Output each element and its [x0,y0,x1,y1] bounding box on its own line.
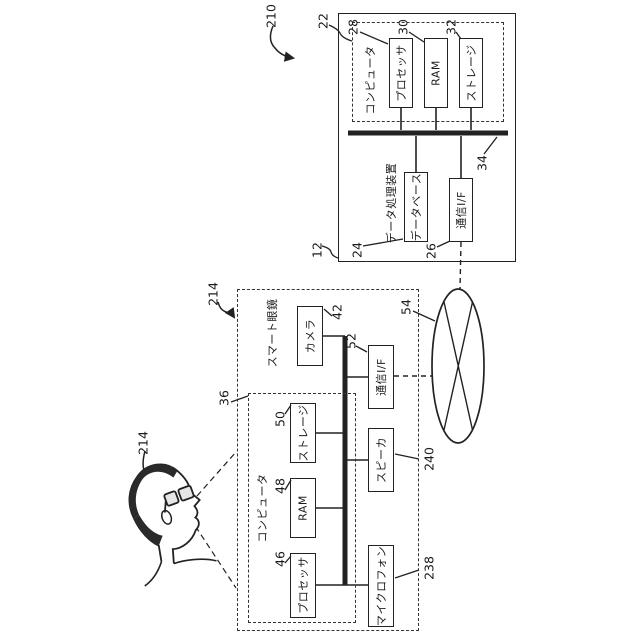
speaker-label: スピーカ [375,437,388,483]
worn-smart-glasses [163,485,195,513]
device-comm-if-box [449,178,473,242]
ref-28: 28 [345,19,361,35]
smart-glasses-label: スマート眼鏡 [266,298,279,368]
ref-48: 48 [272,478,288,494]
hair [129,464,178,519]
network-leader [412,310,436,322]
camera-box [297,306,323,366]
hair-back [134,514,163,546]
glasses-comm-if-box [368,345,394,409]
device-leaders [321,24,498,259]
system-ref-arrow [269,25,296,62]
glasses-ram-box [290,478,316,538]
device-network-link [459,241,462,290]
glasses-storage-box [290,403,316,463]
device-storage-box [459,38,483,108]
device-comm-if-label: 通信I/F [455,191,468,229]
device-computer-box [352,22,504,122]
camera-label: カメラ [304,318,317,354]
ref-238: 238 [421,556,437,580]
glasses-ram-label: RAM [296,495,310,521]
device-connectors [400,108,472,178]
ref-32: 32 [443,19,459,35]
ref-42: 42 [329,304,345,320]
glasses-computer-label: コンピュータ [256,473,269,543]
ref-24: 24 [349,242,365,258]
ref-210: 210 [263,4,279,28]
ref-214-glasses-box: 214 [205,282,221,306]
ref-240: 240 [421,447,437,471]
ref-12: 12 [309,242,325,258]
microphone-label: マイクロフォン [375,545,388,627]
device-ram-box [424,38,448,108]
glasses-processor-box [290,553,316,618]
ref-26: 26 [423,243,439,259]
ref-36: 36 [216,390,232,406]
device-label: データ処理装置 [385,162,398,244]
device-processor-label: プロセッサ [395,44,408,102]
glasses-correspondence-lines [189,451,237,589]
speaker-box [368,428,394,492]
shoulders [144,558,217,587]
device-processor-box [389,38,413,108]
glasses-storage-label: ストレージ [297,404,310,462]
ref-214-user: 214 [135,431,151,455]
ref-34: 34 [474,155,490,171]
database-label: データベース [410,172,423,242]
glasses-ref-arrow [217,301,236,319]
microphone-box [368,545,394,627]
smart-glasses-box [237,289,419,631]
glasses-connectors [316,335,368,586]
ref-54: 54 [398,299,414,315]
database-box [404,172,428,242]
glasses-processor-label: プロセッサ [297,556,310,614]
device-storage-label: ストレージ [465,44,478,102]
network-symbol [431,288,485,444]
person-head [128,463,217,587]
data-processing-device-box [338,13,516,262]
device-computer-label: コンピュータ [364,45,377,115]
glasses-computer-box [248,393,356,623]
ref-46: 46 [272,551,288,567]
glasses-comm-if-label: 通信I/F [375,358,388,396]
ref-30: 30 [395,19,411,35]
device-ram-label: RAM [429,60,443,86]
ref-22: 22 [315,13,331,29]
ref-52: 52 [343,333,359,349]
ref-50: 50 [272,411,288,427]
